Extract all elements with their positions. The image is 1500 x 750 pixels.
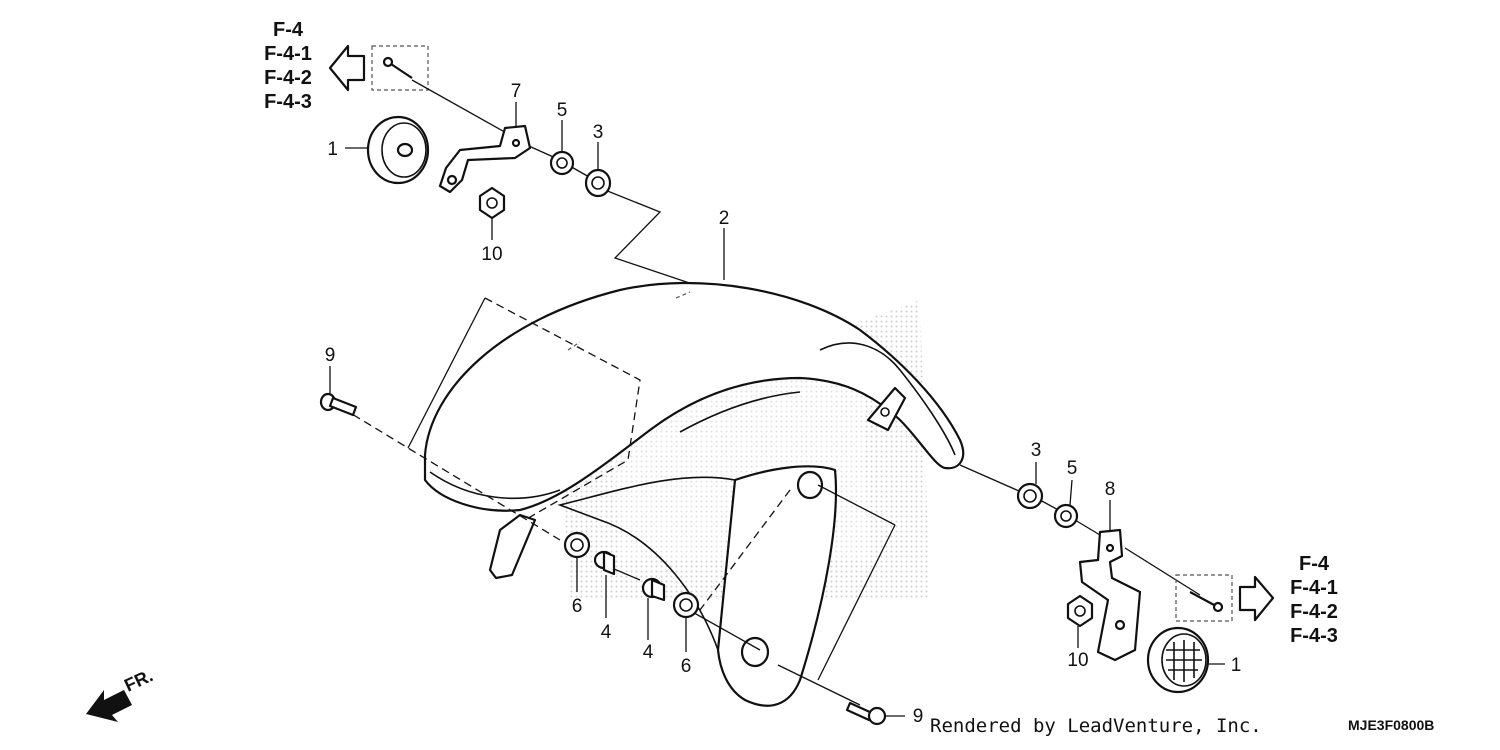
grommet-part-6-right [672,591,700,619]
bolt-part-9-left [319,392,358,417]
front-direction-arrow [86,690,132,722]
render-credit: Rendered by LeadVenture, Inc. [930,715,1262,737]
callout-7: 7 [511,81,522,102]
reference-labels-top: F-4 F-4-1 F-4-2 F-4-3 [264,19,312,113]
callout-3-right: 3 [1031,440,1042,461]
nut-part-10-top [478,186,506,220]
reference-top-2: F-4-2 [264,67,312,89]
horn-part-1-top [366,115,430,185]
reference-right-3: F-4-3 [1290,625,1338,647]
callout-10-right: 10 [1067,650,1088,671]
right-reference-arrow [1238,575,1275,622]
diagram-code: MJE3F0800B [1348,717,1434,733]
callout-1-top: 1 [327,139,338,160]
reference-right-1: F-4-1 [1290,577,1338,599]
callout-8: 8 [1105,479,1116,500]
horn-part-1-right [1146,626,1210,694]
washer-part-5-right [1053,503,1079,529]
callout-9-left: 9 [325,345,336,366]
front-fender-part-2 [423,281,965,707]
bracket-part-7 [438,124,532,194]
callout-5-right: 5 [1067,458,1078,479]
top-reference-arrow [328,44,366,92]
callout-1-right: 1 [1231,655,1242,676]
reference-top-0: F-4 [273,19,304,41]
nut-part-10-right [1066,594,1094,628]
reference-top-3: F-4-3 [264,91,312,113]
reference-right-2: F-4-2 [1290,601,1338,623]
right-bolt-reference-box [1175,574,1233,622]
front-direction-label: FR. [121,665,156,695]
callout-4-left: 4 [601,622,612,643]
reference-top-1: F-4-1 [264,43,312,65]
reference-labels-right: F-4 F-4-1 F-4-2 F-4-3 [1290,553,1338,647]
grommet-part-6-left [563,531,591,559]
callout-9-bottom: 9 [913,706,924,727]
callout-3-top: 3 [593,122,604,143]
callout-6-right: 6 [681,656,692,677]
washer-part-5-top [549,150,575,176]
grommet-part-3-right [1016,482,1044,510]
callout-4-right: 4 [643,642,654,663]
callout-2: 2 [719,208,730,229]
reference-right-0: F-4 [1299,553,1330,575]
collar-part-4-left [593,550,616,576]
bracket-part-8 [1078,528,1142,662]
top-bolt-reference-box [371,45,429,91]
callout-6-left: 6 [572,596,583,617]
callout-10-top: 10 [481,244,502,265]
callout-5-top: 5 [557,100,568,121]
grommet-part-3-top [584,168,612,198]
collar-part-4-right [641,577,666,602]
bolt-part-9-bottom [845,701,887,726]
